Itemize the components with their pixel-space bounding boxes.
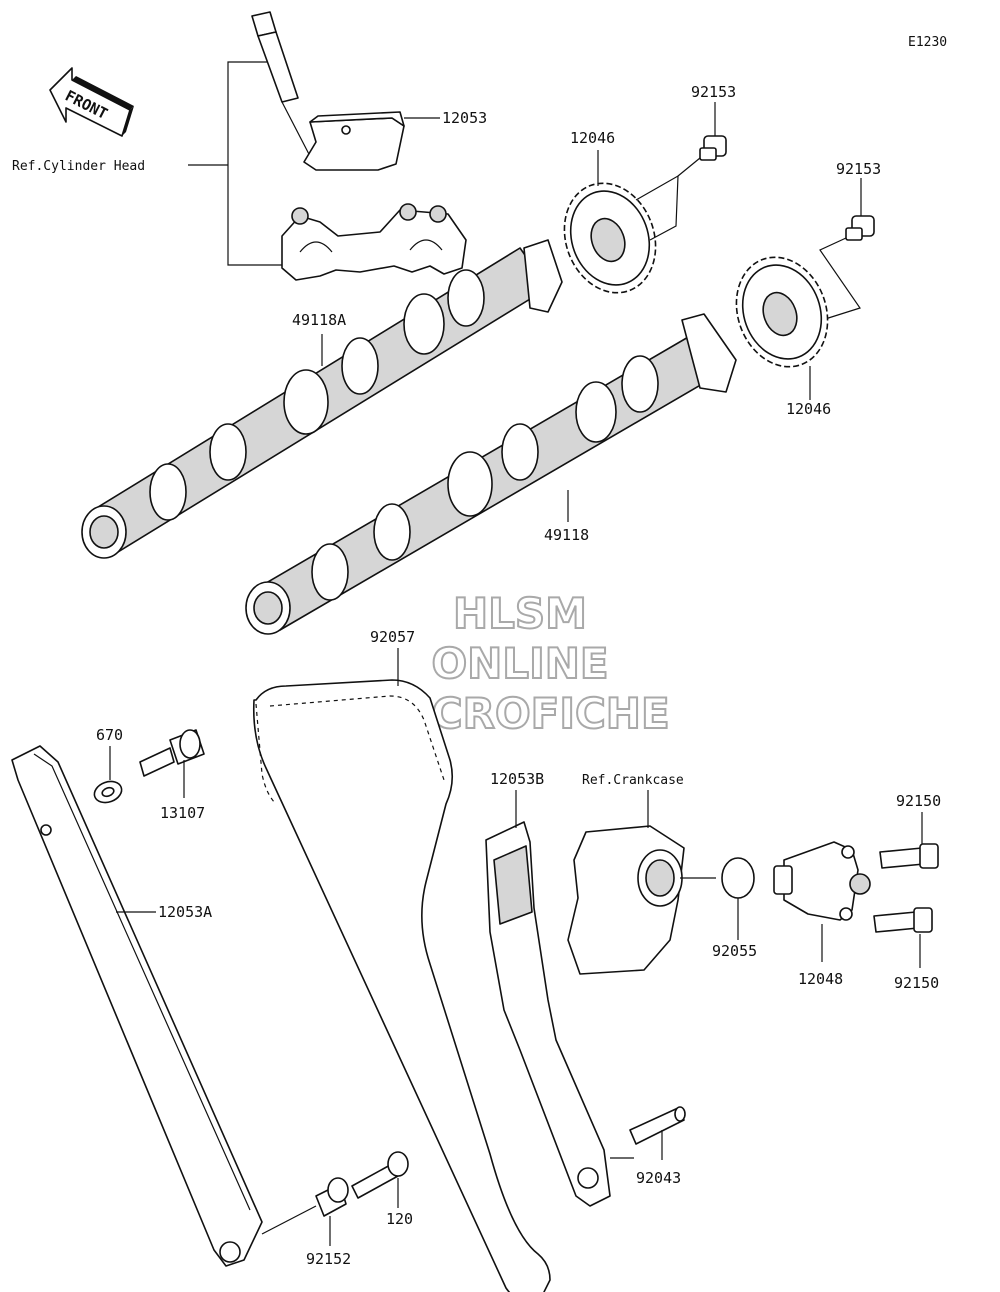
watermark-line-2: ONLINE bbox=[431, 639, 608, 688]
label-49118A: 49118A bbox=[292, 311, 346, 329]
label-120: 120 bbox=[386, 1210, 413, 1228]
sprocket-bolt-92153-a bbox=[677, 102, 727, 177]
oring-92055 bbox=[721, 857, 755, 940]
label-12046-a: 12046 bbox=[570, 129, 615, 147]
ref-crankcase-label: Ref.Crankcase bbox=[582, 773, 684, 788]
label-12053: 12053 bbox=[442, 109, 487, 127]
ref-cylinder-head-label: Ref.Cylinder Head bbox=[12, 159, 145, 174]
label-92055: 92055 bbox=[712, 942, 757, 960]
label-12046-b: 12046 bbox=[786, 400, 831, 418]
watermark-line-1: HLSM bbox=[453, 589, 587, 638]
cam-sprocket-12046-a bbox=[563, 150, 679, 294]
cam-sprocket-12046-b bbox=[735, 256, 829, 400]
guide-bolt-120 bbox=[351, 1151, 409, 1208]
label-92057: 92057 bbox=[370, 628, 415, 646]
label-92043: 92043 bbox=[636, 1169, 681, 1187]
label-92153-a: 92153 bbox=[691, 83, 736, 101]
camshaft-49118 bbox=[245, 313, 737, 635]
label-13107: 13107 bbox=[160, 804, 205, 822]
label-92150-b: 92150 bbox=[894, 974, 939, 992]
washer-670 bbox=[93, 746, 123, 804]
chain-guide-12053A bbox=[11, 745, 263, 1267]
cam-cap-bolt bbox=[251, 11, 313, 161]
cam-chain-92057 bbox=[252, 648, 551, 1292]
label-92153-b: 92153 bbox=[836, 160, 881, 178]
ref-cylinder-head-leaders bbox=[188, 61, 282, 266]
label-670: 670 bbox=[96, 726, 123, 744]
label-92152: 92152 bbox=[306, 1250, 351, 1268]
part-12053-top-guide bbox=[303, 111, 440, 171]
pin-13107 bbox=[139, 729, 205, 798]
sprocket-bolt-92153-b bbox=[819, 178, 875, 321]
tensioner-bolt-92150-a bbox=[879, 812, 939, 869]
crankcase-section bbox=[567, 790, 716, 975]
tensioner-guide-12053B bbox=[485, 790, 611, 1207]
cam-cap-holder bbox=[281, 203, 467, 281]
collar-92152 bbox=[261, 1177, 349, 1246]
pin-92043 bbox=[610, 1106, 686, 1160]
front-arrow-icon: FRONT bbox=[49, 67, 134, 137]
camshaft-49118A bbox=[81, 239, 563, 559]
chain-tensioner-12048 bbox=[773, 841, 871, 962]
label-92150-a: 92150 bbox=[896, 792, 941, 810]
label-12053B: 12053B bbox=[490, 770, 544, 788]
label-49118: 49118 bbox=[544, 526, 589, 544]
label-12053A: 12053A bbox=[158, 903, 212, 921]
tensioner-bolt-92150-b bbox=[873, 907, 933, 968]
diagram-code: E1230 bbox=[908, 35, 947, 50]
label-12048: 12048 bbox=[798, 970, 843, 988]
